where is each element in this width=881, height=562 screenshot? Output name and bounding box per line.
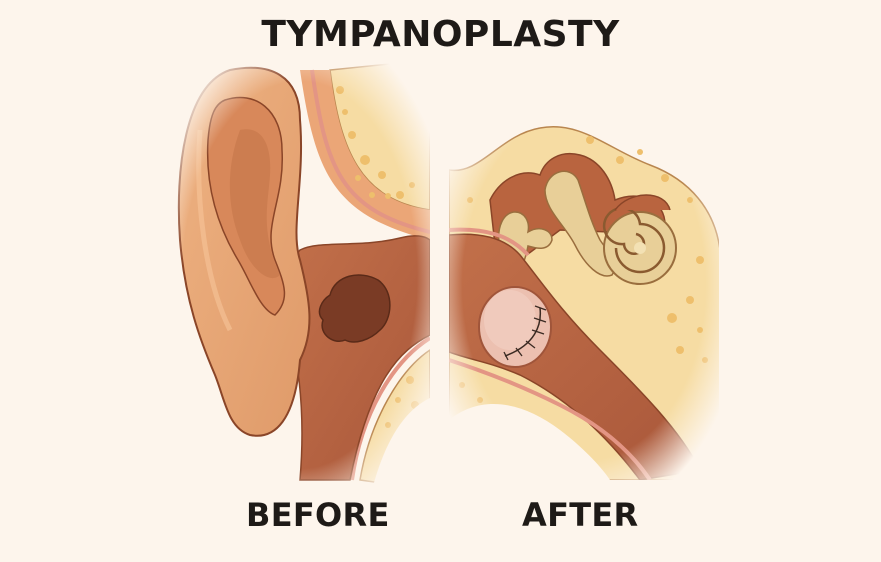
before-panel <box>170 60 430 490</box>
after-label: AFTER <box>522 496 639 534</box>
after-panel <box>449 90 719 480</box>
before-label: BEFORE <box>246 496 390 534</box>
divider <box>430 60 449 490</box>
page-title: TYMPANOPLASTY <box>261 14 620 55</box>
